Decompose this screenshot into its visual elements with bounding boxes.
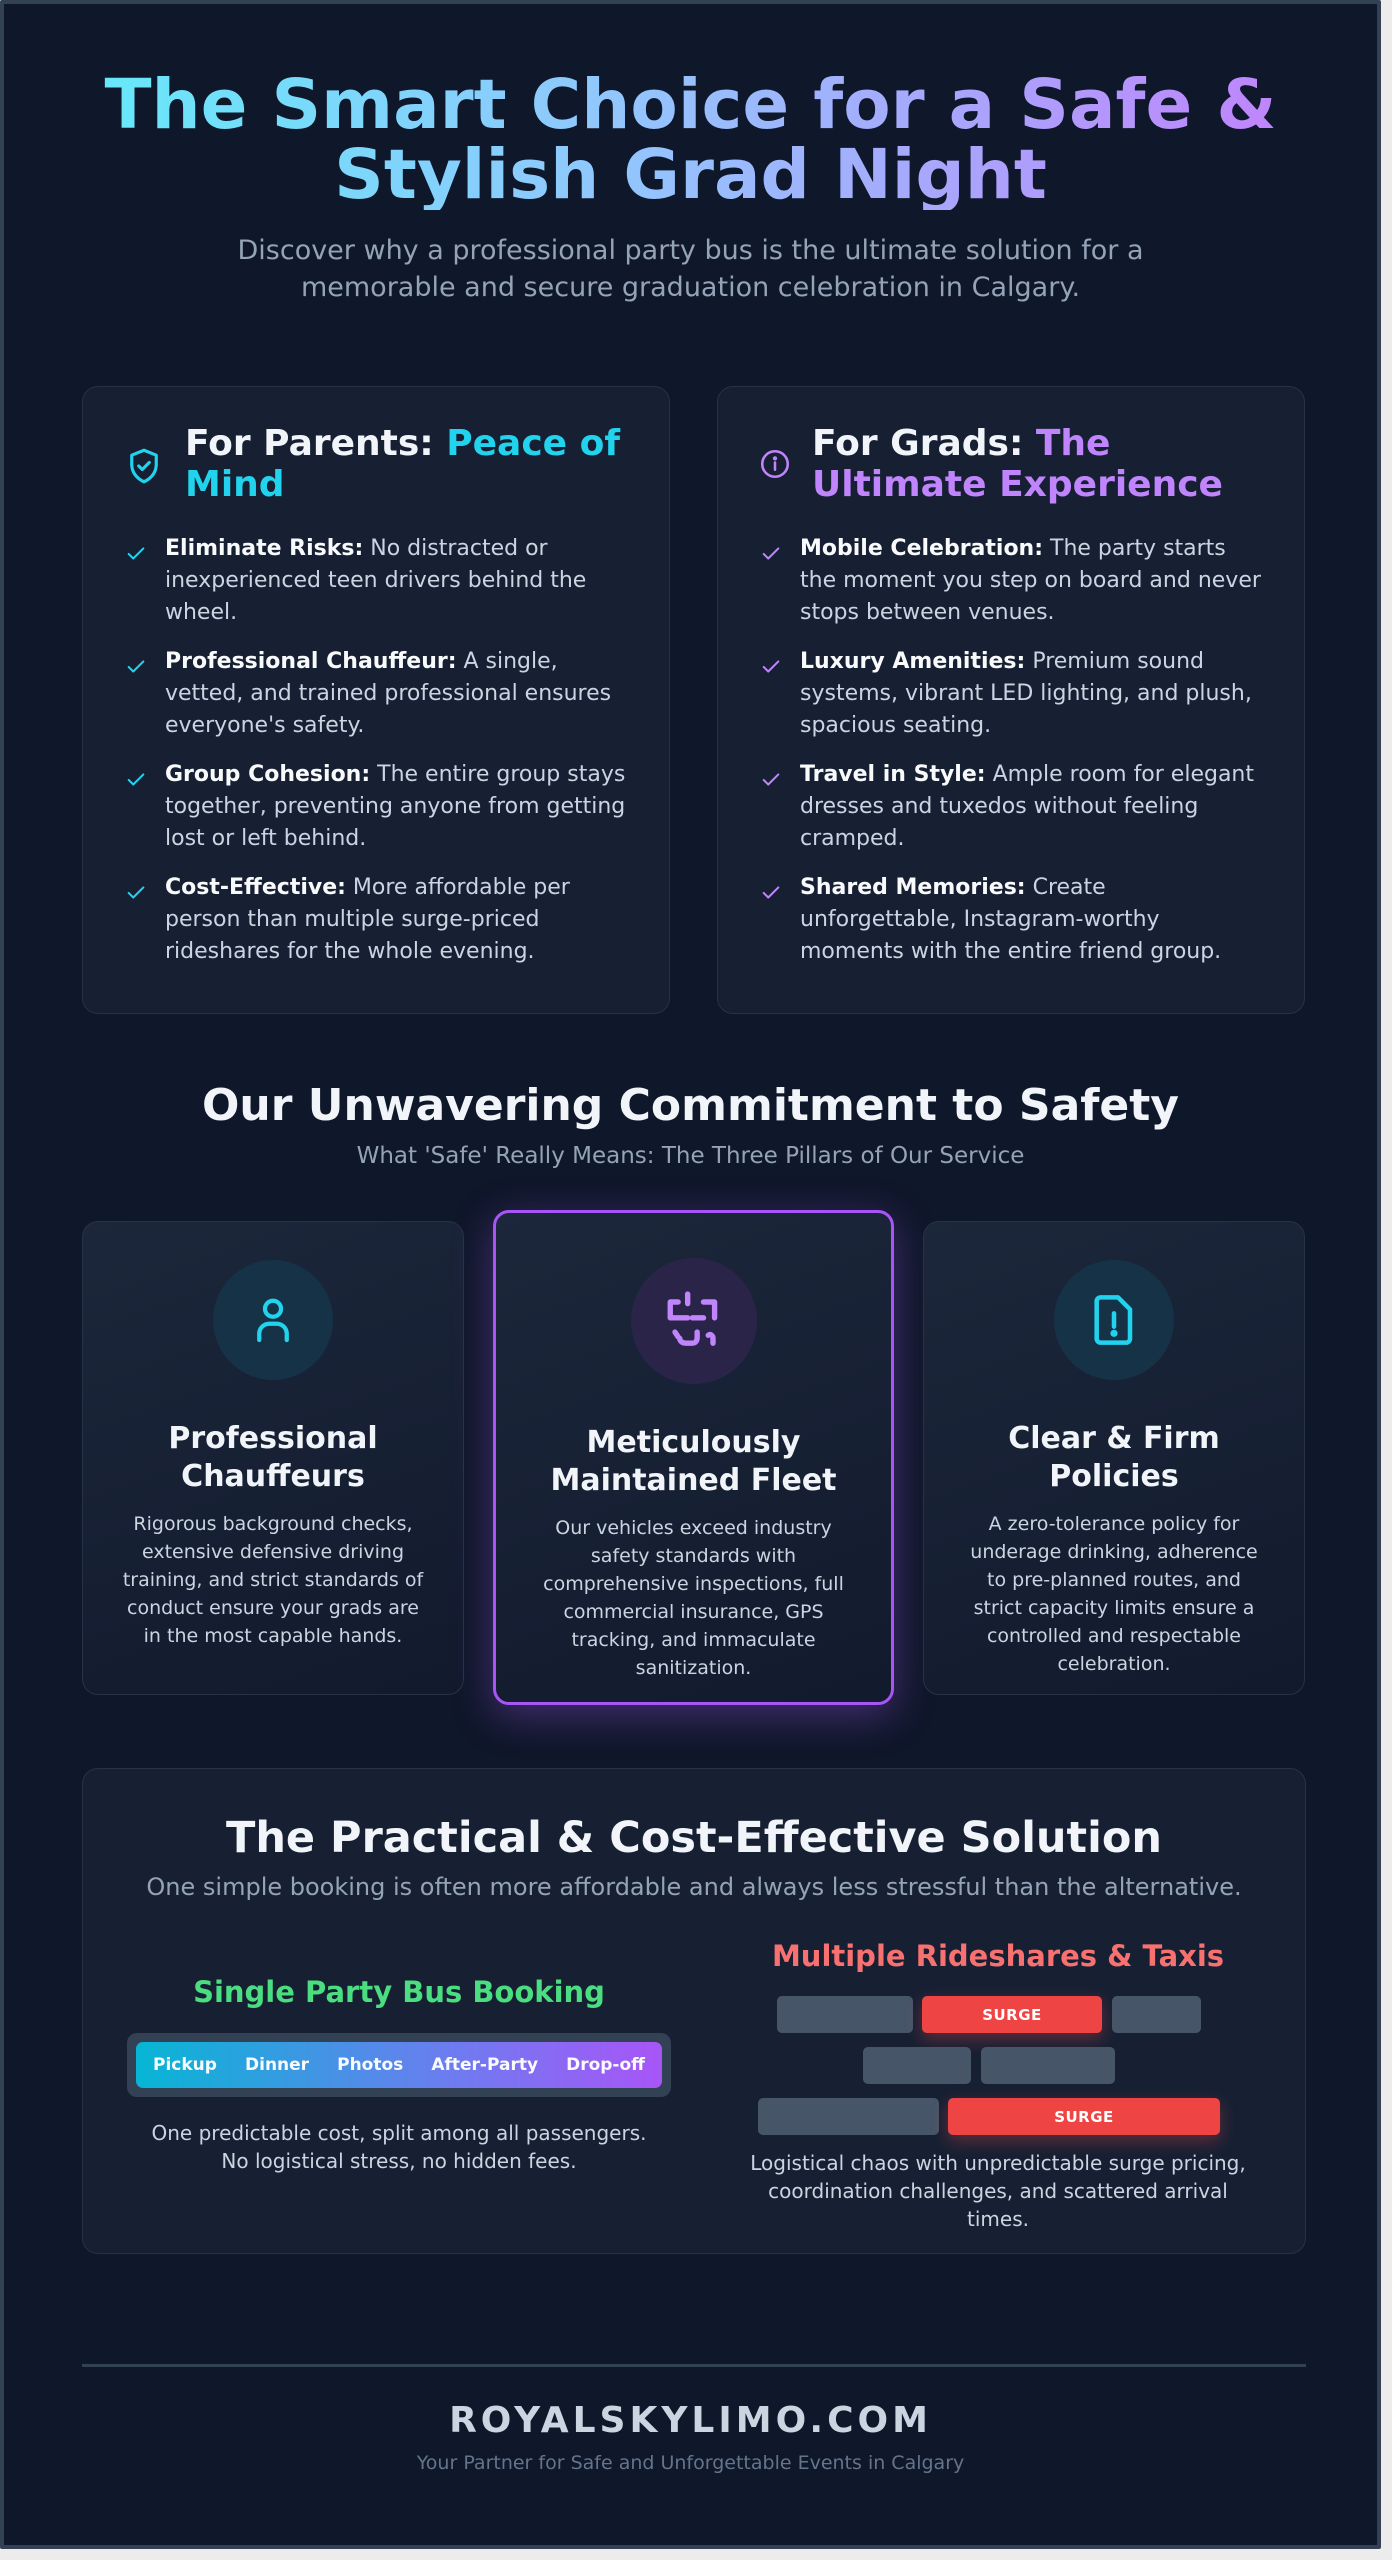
ride-block xyxy=(981,2047,1115,2084)
route-stop: Drop-off xyxy=(566,2055,645,2075)
pillar-title: Meticulously Maintained Fleet xyxy=(550,1425,837,1498)
list-item: Mobile Celebration: The party starts the… xyxy=(754,533,1268,629)
check-icon xyxy=(762,773,780,786)
ride-block xyxy=(758,2098,939,2135)
practical-section-subtitle: One simple booking is often more afforda… xyxy=(146,1873,1242,1901)
list-item: Professional Chauffeur: A single, vetted… xyxy=(119,646,633,742)
party-bus-comparison: Single Party Bus Booking Pickup Dinner P… xyxy=(127,1975,671,2175)
check-icon xyxy=(762,886,780,899)
pillar-icon-badge xyxy=(213,1260,333,1380)
pillar-text: Rigorous background checks, extensive de… xyxy=(122,1513,424,1647)
practical-section-title: The Practical & Cost-Effective Solution xyxy=(225,1813,1162,1863)
grads-benefits-list: Mobile Celebration: The party starts the… xyxy=(754,533,1268,968)
pillar-card-chauffeurs: Professional Chauffeurs Rigorous backgro… xyxy=(82,1221,464,1695)
pillar-title: Clear & Firm Policies xyxy=(1008,1421,1220,1494)
party-bus-title: Single Party Bus Booking xyxy=(193,1975,605,2009)
pillar-text: Our vehicles exceed industry safety stan… xyxy=(543,1517,844,1679)
file-alert-icon xyxy=(1094,1295,1133,1345)
grads-card-title: For Grads: The Ultimate Experience xyxy=(812,423,1223,505)
list-item: Eliminate Risks: No distracted or inexpe… xyxy=(119,533,633,629)
check-icon xyxy=(127,547,145,560)
pillar-title: Professional Chauffeurs xyxy=(168,1421,378,1494)
check-icon xyxy=(127,660,145,673)
route-stop: Pickup xyxy=(153,2055,217,2075)
page-subtitle: Discover why a professional party bus is… xyxy=(237,235,1144,303)
pillar-card-fleet: Meticulously Maintained Fleet Our vehicl… xyxy=(493,1210,894,1705)
footer-divider xyxy=(82,2364,1306,2367)
rideshare-description: Logistical chaos with unpredictable surg… xyxy=(750,2151,1246,2231)
rideshare-comparison: Multiple Rideshares & Taxis SURGE SURGE … xyxy=(733,1769,1263,2255)
parents-benefits-list: Eliminate Risks: No distracted or inexpe… xyxy=(119,533,633,968)
ride-block xyxy=(777,1996,913,2033)
pillar-icon-badge xyxy=(630,1258,757,1384)
pillar-icon-badge xyxy=(1054,1260,1174,1380)
user-icon xyxy=(257,1298,289,1343)
safety-section-title: Our Unwavering Commitment to Safety xyxy=(202,1080,1179,1131)
brand-name: ROYALSKYLIMO.COM xyxy=(449,2400,932,2441)
party-bus-description: One predictable cost, split among all pa… xyxy=(151,2121,647,2173)
check-icon xyxy=(127,773,145,786)
pillar-card-policies: Clear & Firm Policies A zero-tolerance p… xyxy=(923,1221,1305,1695)
list-item: Travel in Style: Ample room for elegant … xyxy=(754,759,1268,855)
safety-section-subtitle: What 'Safe' Really Means: The Three Pill… xyxy=(356,1143,1025,1169)
page-title: The Smart Choice for a Safe & Stylish Gr… xyxy=(91,70,1291,210)
grads-card: For Grads: The Ultimate Experience Mobil… xyxy=(717,386,1305,1014)
shield-check-icon xyxy=(130,448,158,484)
surge-block: SURGE xyxy=(948,2098,1220,2135)
rideshare-title: Multiple Rideshares & Taxis xyxy=(771,1939,1225,1973)
surge-block: SURGE xyxy=(922,1996,1102,2033)
info-circle-icon xyxy=(760,449,790,479)
list-item: Cost-Effective: More affordable per pers… xyxy=(119,872,633,968)
check-icon xyxy=(762,547,780,560)
route-timeline: Pickup Dinner Photos After-Party Drop-of… xyxy=(127,2033,671,2097)
list-item: Group Cohesion: The entire group stays t… xyxy=(119,759,633,855)
parents-card-title: For Parents: Peace of Mind xyxy=(185,423,621,505)
route-stop: Dinner xyxy=(245,2055,310,2075)
practical-section: The Practical & Cost-Effective Solution … xyxy=(82,1768,1306,2254)
pillar-text: A zero-tolerance policy for underage dri… xyxy=(970,1513,1258,1675)
list-item: Shared Memories: Create unforgettable, I… xyxy=(754,872,1268,968)
ride-block xyxy=(863,2047,971,2084)
check-icon xyxy=(127,886,145,899)
parents-card: For Parents: Peace of Mind Eliminate Ris… xyxy=(82,386,670,1014)
list-item: Luxury Amenities: Premium sound systems,… xyxy=(754,646,1268,742)
route-stop: After-Party xyxy=(431,2055,539,2075)
check-icon xyxy=(762,660,780,673)
ride-block xyxy=(1112,1996,1201,2033)
brand-tagline: Your Partner for Safe and Unforgettable … xyxy=(416,2452,965,2474)
vehicle-scan-icon xyxy=(667,1291,717,1346)
hero: The Smart Choice for a Safe & Stylish Gr… xyxy=(4,70,1377,306)
route-stop: Photos xyxy=(337,2055,404,2075)
